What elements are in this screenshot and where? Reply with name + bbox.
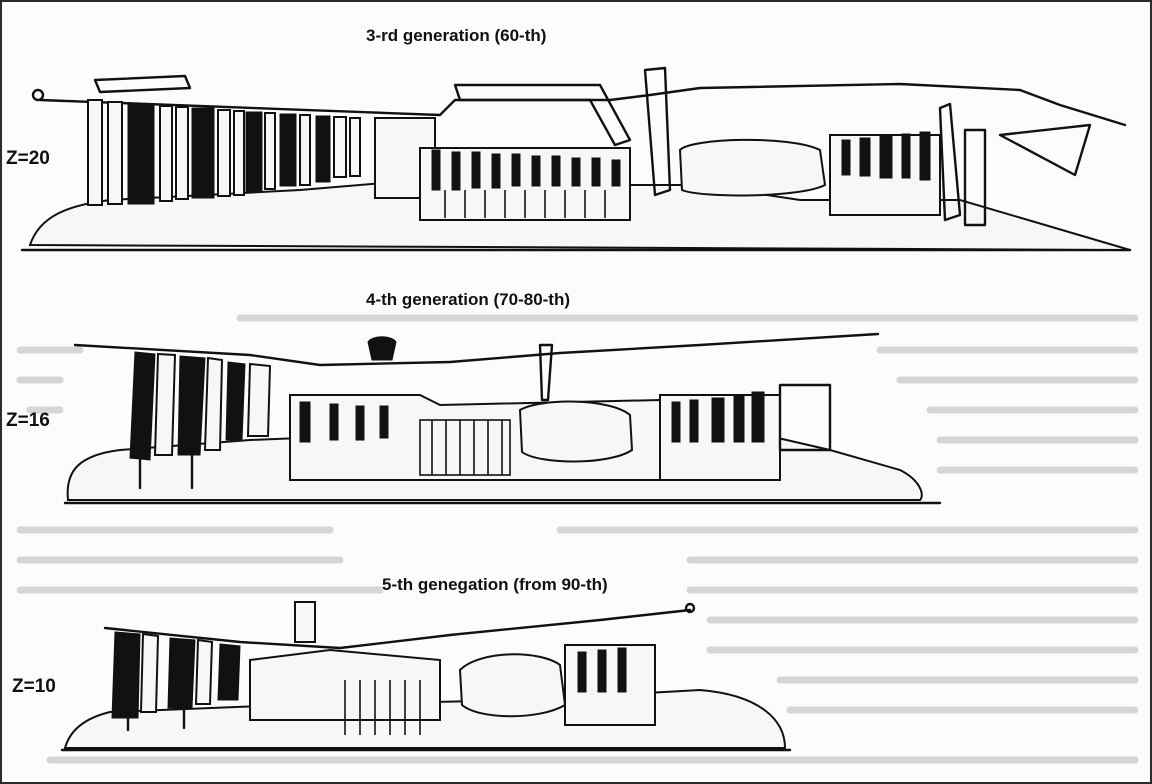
engine-2-exhaust-casing [778,383,832,452]
engine-2-mount-strut [538,343,554,402]
engine-2-gearbox-mount [367,336,397,361]
engine-2-combustor [518,400,634,463]
engine-1-turbine-blades [829,131,941,216]
engine-3-mount-post [294,601,316,643]
engine-2-z-label: Z=16 [6,410,50,431]
engine-3-combustor [458,653,567,718]
engine-1-exhaust-casing [963,128,987,227]
engine-3-z-label: Z=10 [12,676,56,697]
engine-1-nozzle-flange [938,102,962,222]
engine-1-thrust-reverser [998,123,1092,177]
engine-1-inlet-lip [31,88,45,102]
engine-2-title: 4-th generation (70-80-th) [366,290,571,309]
engine-2-outer-casing [73,332,880,367]
engine-1-z-label: Z=20 [6,148,50,169]
engine-1-top-fairing [93,74,192,94]
engine-2-hp-stages [419,419,511,476]
engine-3-compressor-stages [344,680,421,735]
engine-3-casing-end [684,602,696,614]
engine-1-mount-strut [643,66,672,197]
engine-2-turbine-blades [659,391,781,481]
engine-1-title: 3-rd generation (60-th) [366,26,547,45]
engine-1-bleed-duct [453,83,632,147]
engine-1-outer-casing [38,82,1127,127]
engine-3-title: 5-th genegation (from 90-th) [382,575,608,594]
engine-2-compressor-blades [299,401,389,443]
engine-3-turbine-section [564,644,656,726]
engine-1-hp-compressor-blades [419,147,631,221]
engine-1-combustor [678,138,827,197]
engine-2-fan-blades [129,351,272,490]
engine-1-fan-blades [87,99,361,206]
engine-3-outer-casing [103,608,692,650]
engine-3-fan-blades [111,631,241,732]
